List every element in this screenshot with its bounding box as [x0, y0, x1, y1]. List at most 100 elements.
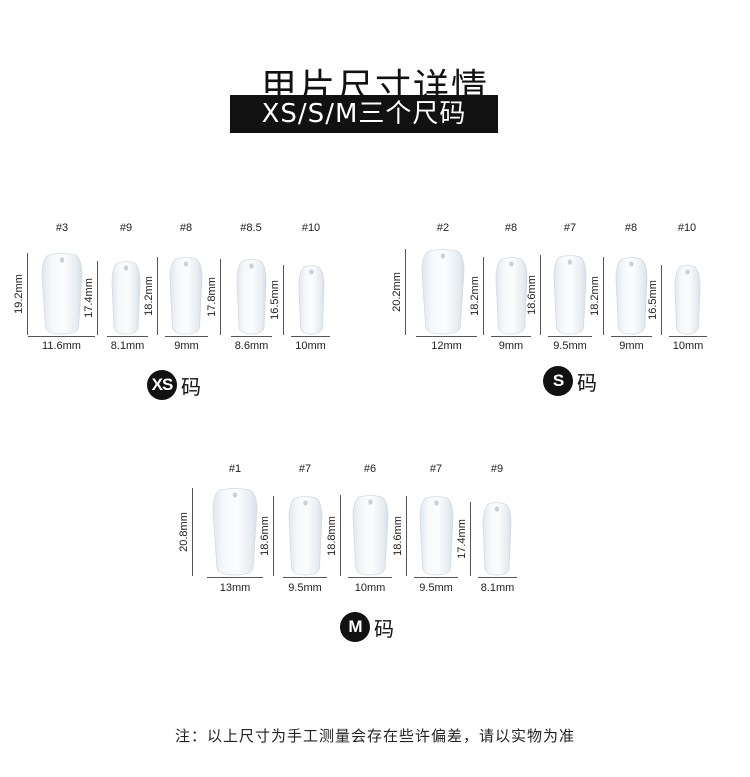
nail-length: 18.6mm — [259, 516, 271, 556]
nail-hole — [183, 261, 189, 267]
nail-number: #10 — [677, 222, 697, 234]
length-line — [273, 496, 274, 576]
nail-hole — [628, 261, 634, 267]
nail-tip-shape — [674, 265, 700, 335]
nail-length: 18.6mm — [392, 516, 404, 556]
nail-hole — [123, 265, 129, 271]
width-line — [611, 336, 652, 337]
nail-number: #3 — [55, 222, 69, 234]
length-line — [406, 496, 407, 576]
nail-tip — [352, 495, 388, 576]
nail-number: #10 — [301, 222, 321, 234]
nail-length: 18.2mm — [469, 276, 481, 316]
nail-tip — [111, 261, 141, 335]
nail-hole — [367, 499, 373, 505]
nail-width: 9mm — [174, 340, 199, 352]
nail-tip — [482, 502, 512, 576]
nail-tip — [169, 257, 203, 335]
width-line — [283, 577, 327, 578]
nail-length: 18.2mm — [589, 276, 601, 316]
nail-tip — [212, 488, 258, 576]
nail-width: 9mm — [498, 340, 524, 352]
nail-length: 16.5mm — [269, 280, 281, 320]
width-line — [414, 577, 458, 578]
width-line — [348, 577, 392, 578]
width-line — [207, 577, 263, 578]
nail-length: 17.4mm — [83, 278, 95, 318]
width-line — [548, 336, 592, 337]
size-suffix: 码 — [577, 370, 597, 395]
length-line — [283, 265, 284, 335]
nail-hole — [433, 500, 439, 506]
length-line — [405, 249, 406, 335]
nail-length: 20.8mm — [178, 512, 190, 552]
length-line — [192, 488, 193, 576]
nail-width: 9.5mm — [553, 340, 587, 352]
nail-tip-shape — [169, 257, 203, 335]
width-line — [491, 336, 531, 337]
size-suffix: 码 — [374, 616, 394, 641]
nail-number: #9 — [490, 463, 504, 475]
nail-hole — [59, 257, 65, 263]
nail-width: 9.5mm — [419, 582, 453, 594]
nail-width: 8.1mm — [480, 582, 515, 594]
length-line — [220, 259, 221, 335]
width-line — [165, 336, 208, 337]
nail-width: 12mm — [431, 340, 462, 352]
nail-tip-shape — [236, 259, 266, 335]
width-line — [28, 336, 95, 337]
nail-tip — [419, 496, 453, 576]
nail-hole — [508, 261, 514, 267]
nail-tip-shape — [495, 257, 527, 335]
width-line — [478, 577, 517, 578]
size-range-banner: XS/S/M三个尺码 — [230, 95, 498, 133]
nail-length: 20.2mm — [391, 272, 403, 312]
nail-width: 10mm — [295, 340, 326, 352]
nail-number: #7 — [429, 463, 443, 475]
nail-number: #6 — [363, 463, 377, 475]
nail-number: #8 — [179, 222, 193, 234]
nail-hole — [302, 500, 308, 506]
nail-width: 13mm — [219, 582, 251, 594]
nail-tip — [674, 265, 700, 335]
nail-tip — [421, 249, 465, 335]
nail-tip-shape — [553, 255, 587, 335]
nail-hole — [440, 253, 446, 259]
nail-tip-shape — [298, 265, 324, 335]
nail-number: #8 — [624, 222, 638, 234]
nail-tip-shape — [615, 257, 647, 335]
nail-hole — [567, 259, 573, 265]
nail-number: #9 — [119, 222, 133, 234]
width-line — [416, 336, 477, 337]
length-line — [340, 495, 341, 576]
nail-number: #7 — [563, 222, 577, 234]
nail-hole — [248, 263, 254, 269]
nail-tip-shape — [482, 502, 512, 576]
nail-number: #8.5 — [240, 222, 262, 234]
nail-number: #1 — [228, 463, 242, 475]
size-suffix: 码 — [181, 374, 201, 399]
nail-tip — [236, 259, 266, 335]
length-line — [470, 502, 471, 576]
nail-length: 19.2mm — [13, 274, 25, 314]
nail-width: 9mm — [619, 340, 644, 352]
nail-tip-shape — [419, 496, 453, 576]
nail-length: 17.8mm — [206, 277, 218, 317]
nail-tip — [615, 257, 647, 335]
nail-width: 8.1mm — [110, 340, 145, 352]
nail-hole — [684, 269, 690, 275]
nail-hole — [494, 506, 500, 512]
width-line — [669, 336, 707, 337]
nail-length: 16.5mm — [647, 280, 659, 320]
nail-length: 18.8mm — [326, 515, 338, 556]
nail-length: 18.2mm — [143, 276, 155, 316]
nail-tip — [553, 255, 587, 335]
nail-tip — [495, 257, 527, 335]
size-badge: S — [543, 366, 573, 396]
nail-tip — [41, 253, 83, 335]
nail-hole — [232, 492, 238, 498]
length-line — [157, 257, 158, 335]
